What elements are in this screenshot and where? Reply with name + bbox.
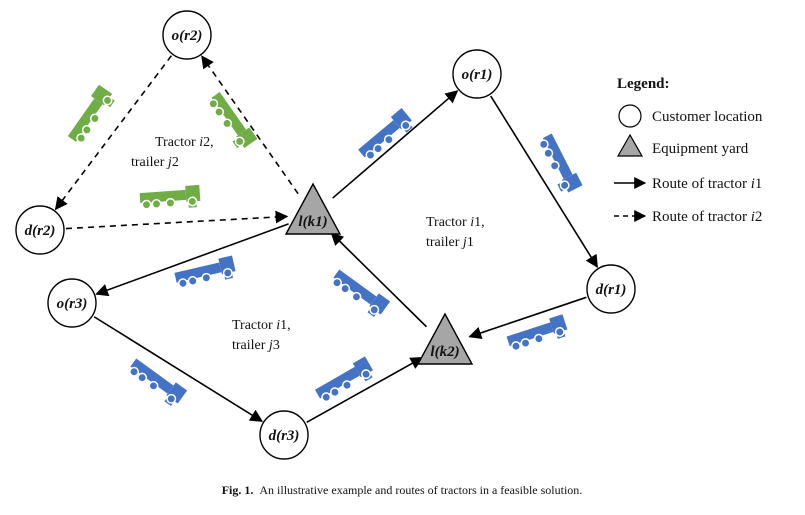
- edge-lk1-or3: [95, 223, 289, 297]
- annotation-tractor-i1-trailer-j3: Tractor i1, trailer j3: [232, 318, 291, 353]
- node-dr3: d(r3): [259, 410, 309, 460]
- route-edges: [54, 55, 598, 424]
- legend-item-route-i2: Route of tractor i2: [652, 209, 762, 225]
- node-label: o(r3): [57, 296, 88, 312]
- truck-icon: [315, 356, 373, 403]
- svg-text:trailer j2: trailer j2: [131, 155, 179, 170]
- node-label: l(k1): [298, 214, 327, 230]
- legend: Legend: Customer location Equipment yard…: [614, 76, 763, 225]
- edge-or3-dr3: [93, 316, 264, 422]
- truck-icon: [358, 108, 413, 160]
- node-or2: o(r2): [162, 10, 212, 60]
- figure-caption: Fig. 1. An illustrative example and route…: [222, 483, 583, 497]
- legend-item-route-i1: Route of tractor i1: [652, 176, 762, 192]
- annotation-tractor-i2: Tractor i2, trailer j2: [131, 135, 214, 170]
- svg-text:Tractor i2,: Tractor i2,: [155, 135, 214, 150]
- svg-text:trailer j3: trailer j3: [232, 338, 280, 353]
- caption-label: Fig. 1.: [222, 483, 254, 497]
- node-dr1: d(r1): [586, 264, 636, 314]
- svg-text:trailer j1: trailer j1: [426, 235, 474, 250]
- truck-icon: [67, 84, 115, 144]
- svg-text:Tractor i1,: Tractor i1,: [426, 215, 485, 230]
- node-label: o(r2): [172, 28, 203, 44]
- node-label: d(r3): [269, 428, 300, 444]
- truck-icon: [174, 255, 236, 289]
- legend-circle-icon: [618, 104, 642, 128]
- svg-text:Fig. 1.An illustrative example: Fig. 1. An illustrative example and route…: [222, 483, 583, 497]
- node-label: d(r1): [596, 282, 627, 298]
- truck-icon: [332, 269, 391, 317]
- truck-icon: [129, 358, 188, 406]
- node-lk2: l(k2): [416, 312, 474, 365]
- route-nodes: o(r2) d(r2) l(k1) o(r1) d(r1) l(k2) o(r3) d(r3): [15, 10, 636, 460]
- truck-icon: [208, 91, 258, 149]
- truck-icon: [506, 314, 568, 352]
- edge-dr1-lk2: [468, 296, 587, 340]
- node-lk1: l(k1): [284, 182, 342, 235]
- legend-item-yard: Equipment yard: [652, 141, 749, 157]
- node-or3: o(r3): [47, 278, 97, 328]
- edge-lk2-lk1: [330, 232, 428, 328]
- caption-text: An illustrative example and routes of tr…: [259, 483, 582, 497]
- annotation-tractor-i1-trailer-j1: Tractor i1, trailer j1: [426, 215, 485, 250]
- node-or1: o(r1): [452, 49, 502, 99]
- edge-dr2-lk1: [65, 210, 289, 230]
- node-label: d(r2): [25, 223, 56, 239]
- svg-text:Tractor i1,: Tractor i1,: [232, 318, 291, 333]
- truck-icon: [538, 133, 583, 193]
- edge-dr3-lk2: [306, 356, 424, 424]
- vehicles: [67, 84, 583, 406]
- edge-lk1-or2: [201, 55, 299, 195]
- node-label: l(k2): [430, 344, 459, 360]
- edge-lk1-or1: [332, 90, 459, 199]
- legend-item-customer: Customer location: [652, 109, 763, 125]
- node-label: o(r1): [462, 67, 493, 83]
- edge-or1-dr1: [490, 95, 598, 269]
- truck-icon: [139, 184, 201, 210]
- node-dr2: d(r2): [15, 205, 65, 255]
- legend-title: Legend:: [617, 76, 670, 92]
- legend-triangle-icon: [616, 133, 644, 157]
